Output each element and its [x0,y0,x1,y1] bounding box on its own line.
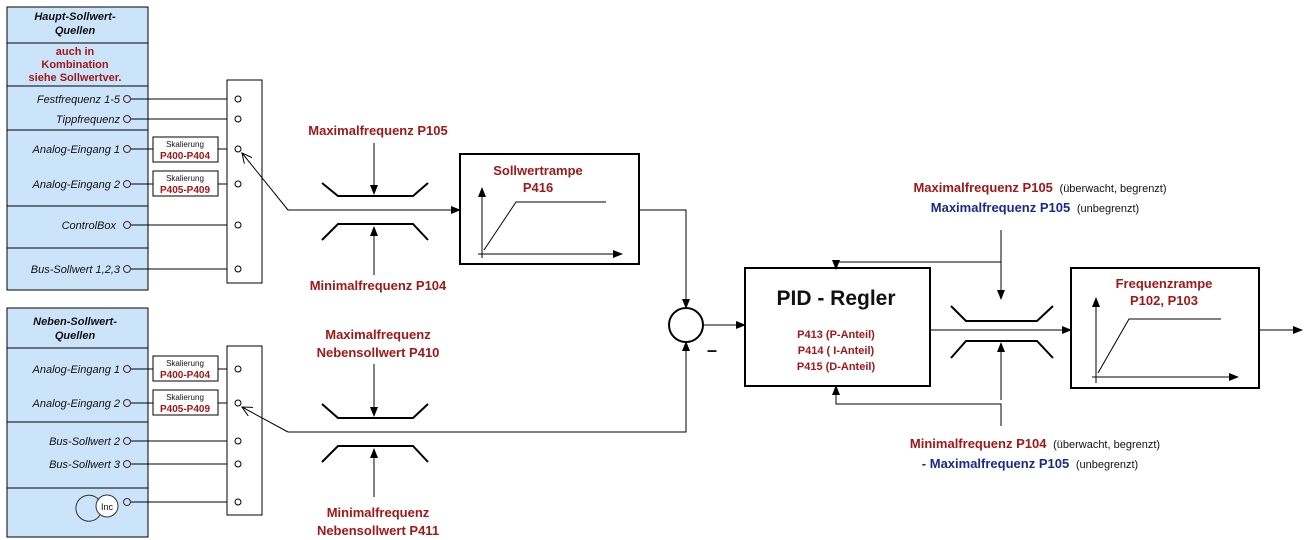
main-source-controlbox: ControlBox [62,220,117,232]
svg-text:Skalierung: Skalierung [166,140,204,149]
svg-text:Maximalfrequenz P105 (üb: Maximalfrequenz P105 (überwacht, begrenz… [913,180,1166,195]
setpoint-ramp-block: Sollwertrampe P416 [459,153,640,265]
main-source-festfrequenz: Festfrequenz 1-5 [37,94,121,106]
svg-text:Skalierung: Skalierung [166,393,204,402]
main-sources-title-1: Haupt-Sollwert- [34,11,116,23]
aux-min-label-1: Minimalfrequenz [327,505,430,520]
scaling-box-aux-2: Skalierung P405-P409 [152,389,219,416]
aux-sources-title-1: Neben-Sollwert- [33,316,117,328]
aux-limiter-symbol [321,364,429,497]
aux-source-wires [123,365,234,506]
pid-param-i: P414 ( I-Anteil) [798,345,875,357]
main-source-analog-2: Analog-Eingang 2 [32,179,120,191]
aux-selector-switch [226,345,263,516]
svg-text:Inc: Inc [101,502,114,512]
svg-text:P405-P409: P405-P409 [160,185,210,196]
aux-max-label-2: Nebensollwert P410 [317,345,440,360]
ramp2-title-2: P102, P103 [1130,293,1198,308]
pid-controller-block: PID - Regler P413 (P-Anteil) P414 ( I-An… [744,267,931,387]
main-min-frequency-label: Minimalfrequenz P104 [310,278,447,293]
ramp1-title-2: P416 [523,180,553,195]
pid-limits-top: Maximalfrequenz P105 (überwacht, begrenz… [913,180,1166,215]
aux-max-label-1: Maximalfrequenz [325,327,431,342]
svg-text:Skalierung: Skalierung [166,174,204,183]
main-source-bus: Bus-Sollwert 1,2,3 [31,264,121,276]
aux-source-analog-1: Analog-Eingang 1 [32,364,120,376]
main-source-analog-1: Analog-Eingang 1 [32,144,120,156]
aux-source-bus-2: Bus-Sollwert 2 [49,436,120,448]
main-source-wires [123,95,234,273]
svg-text:P400-P404: P400-P404 [160,151,210,162]
main-note-1: auch in [56,46,95,58]
minus-sign: – [707,340,717,360]
scaling-box-main-2: Skalierung P405-P409 [152,170,219,197]
svg-text:Skalierung: Skalierung [166,359,204,368]
pid-param-d: P415 (D-Anteil) [797,361,876,373]
svg-text:Minimalfrequenz P104 (üb: Minimalfrequenz P104 (überwacht, begrenz… [910,436,1160,451]
main-note-2: Kombination [41,59,108,71]
scaling-box-aux-1: Skalierung P400-P404 [152,355,219,382]
ramp2-title-1: Frequenzrampe [1116,276,1213,291]
aux-source-analog-2: Analog-Eingang 2 [32,398,120,410]
scaling-box-main-1: Skalierung P400-P404 [152,136,219,163]
main-sources-title-2: Quellen [55,25,96,37]
ramp1-title-1: Sollwertrampe [493,163,583,178]
aux-sources-title-2: Quellen [55,330,96,342]
main-limiter-symbol [321,143,429,275]
aux-sources-panel: Neben-Sollwert- Quellen Analog-Eingang 1… [6,307,149,538]
main-selector-switch [226,79,263,284]
aux-source-bus-3: Bus-Sollwert 3 [49,459,121,471]
main-note-3: siehe Sollwertver. [29,72,122,84]
main-max-frequency-label: Maximalfrequenz P105 [308,123,447,138]
pid-param-p: P413 (P-Anteil) [797,329,875,341]
pid-title: PID - Regler [776,287,895,310]
pid-limiter-symbol [950,305,1054,359]
incremental-encoder-icon: Inc [75,494,119,522]
summing-junction: – [668,307,717,360]
pid-limits-bottom: Minimalfrequenz P104 (überwacht, begrenz… [910,436,1160,471]
svg-text:- Maximalfrequenz P105 (: - Maximalfrequenz P105 (unbegrenzt) [922,456,1138,471]
svg-text:Maximalfrequenz P105 (un: Maximalfrequenz P105 (unbegrenzt) [931,200,1139,215]
svg-text:P400-P404: P400-P404 [160,370,210,381]
main-source-tippfrequenz: Tippfrequenz [56,114,121,126]
frequency-ramp-block: Frequenzrampe P102, P103 [1070,267,1260,389]
aux-min-label-2: Nebensollwert P411 [317,523,439,538]
svg-text:P405-P409: P405-P409 [160,404,210,415]
